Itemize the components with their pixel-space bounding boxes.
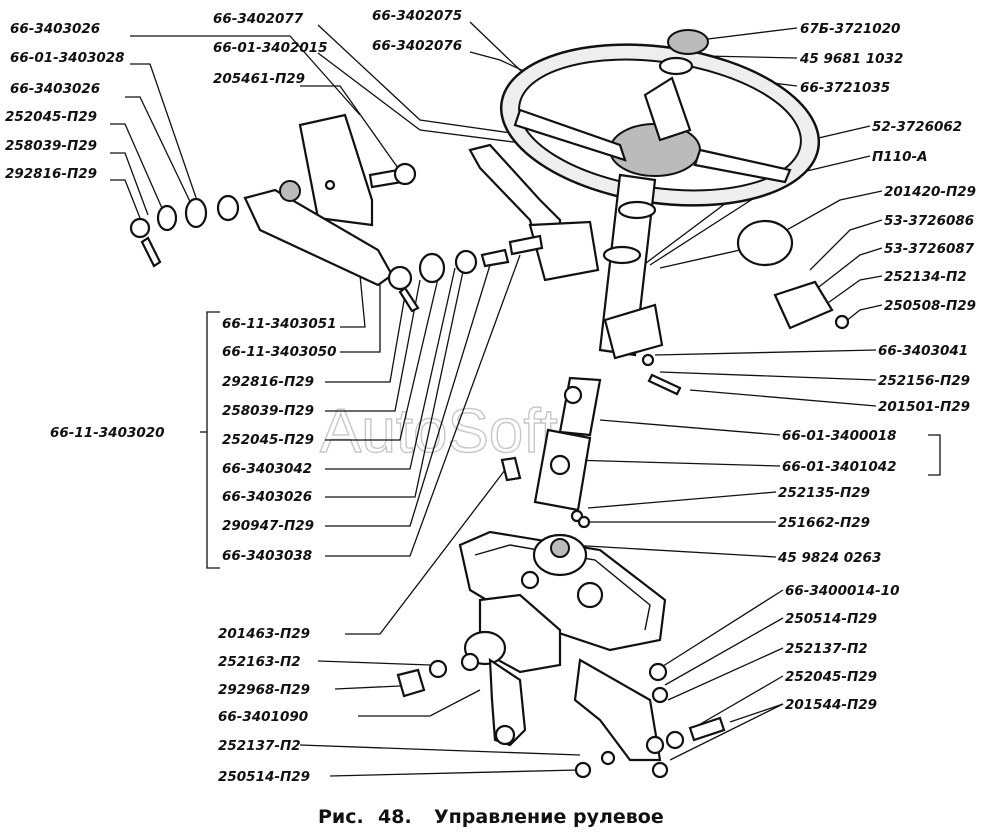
part-label: 290947-П29 xyxy=(222,518,314,534)
part-label: 251662-П29 xyxy=(778,515,870,531)
part-label: 292816-П29 xyxy=(5,166,97,182)
part-label: 66-3402076 xyxy=(372,38,462,54)
part-label: 201420-П29 xyxy=(884,184,976,200)
part-label: 66-3721035 xyxy=(800,80,890,96)
part-label: 201544-П29 xyxy=(785,697,877,713)
part-label: 66-11-3403051 xyxy=(222,316,337,332)
steering-column xyxy=(598,173,682,396)
part-label: 252137-П2 xyxy=(785,641,868,657)
part-label: 250514-П29 xyxy=(785,611,877,627)
part-label: 66-11-3403050 xyxy=(222,344,337,360)
part-label: 292968-П29 xyxy=(218,682,310,698)
part-label: 52-3726062 xyxy=(872,119,962,135)
turn-signal-switch xyxy=(659,219,850,330)
caption-prefix: Рис. xyxy=(318,806,364,828)
caption-title: Управление рулевое xyxy=(434,806,664,828)
part-label: 250508-П29 xyxy=(884,298,976,314)
mounting-bracket xyxy=(298,113,417,227)
part-label: 66-3401090 xyxy=(218,709,308,725)
part-label: 252163-П2 xyxy=(218,654,301,670)
steering-gear xyxy=(458,530,669,779)
figure-caption: Рис. 48. Управление рулевое xyxy=(318,806,664,828)
part-label: 252137-П2 xyxy=(218,738,301,754)
part-label: 258039-П29 xyxy=(222,403,314,419)
part-label: 66-01-3402015 xyxy=(213,40,328,56)
part-label: 66-3400014-10 xyxy=(785,583,900,599)
part-label: 53-3726087 xyxy=(884,241,975,257)
part-label: 66-3402075 xyxy=(372,8,462,24)
part-label: 66-11-3403020 xyxy=(50,425,165,441)
part-label: 66-01-3403028 xyxy=(10,50,125,66)
part-labels: 66-3403026 66-01-3403028 66-3403026 2520… xyxy=(5,8,976,785)
part-label: 45 9824 0263 xyxy=(777,550,881,566)
part-label: 252156-П29 xyxy=(878,373,970,389)
caption-number: 48. xyxy=(378,806,412,828)
part-label: 66-01-3401042 xyxy=(782,459,897,475)
part-label: 66-3403026 xyxy=(222,489,312,505)
part-label: 45 9681 1032 xyxy=(799,51,903,67)
part-label: П110-А xyxy=(872,149,928,165)
fasteners xyxy=(396,659,726,779)
part-label: 252135-П29 xyxy=(778,485,870,501)
part-label: 66-3403042 xyxy=(222,461,312,477)
part-label: 201501-П29 xyxy=(878,399,970,415)
part-label: 66-3403026 xyxy=(10,21,100,37)
steering-wheel xyxy=(499,29,821,207)
part-label: 252045-П29 xyxy=(5,109,97,125)
cardan-shaft xyxy=(500,376,602,529)
part-label: 201463-П29 xyxy=(218,626,310,642)
part-label: 66-01-3400018 xyxy=(782,428,897,444)
linkage-arm xyxy=(129,180,420,313)
part-label: 205461-П29 xyxy=(213,71,305,87)
part-label: 258039-П29 xyxy=(5,138,97,154)
part-label: 66-3402077 xyxy=(213,11,304,27)
part-label: 66-3403038 xyxy=(222,548,312,564)
part-label: 252134-П2 xyxy=(884,269,967,285)
column-mount-arm xyxy=(418,143,600,284)
part-label: 53-3726086 xyxy=(884,213,974,229)
part-label: 66-3403041 xyxy=(878,343,968,359)
part-label: 292816-П29 xyxy=(222,374,314,390)
part-label: 252045-П29 xyxy=(785,669,877,685)
part-label: 252045-П29 xyxy=(222,432,314,448)
part-label: 250514-П29 xyxy=(218,769,310,785)
part-label: 66-3403026 xyxy=(10,81,100,97)
part-label: 67Б-3721020 xyxy=(800,21,900,37)
